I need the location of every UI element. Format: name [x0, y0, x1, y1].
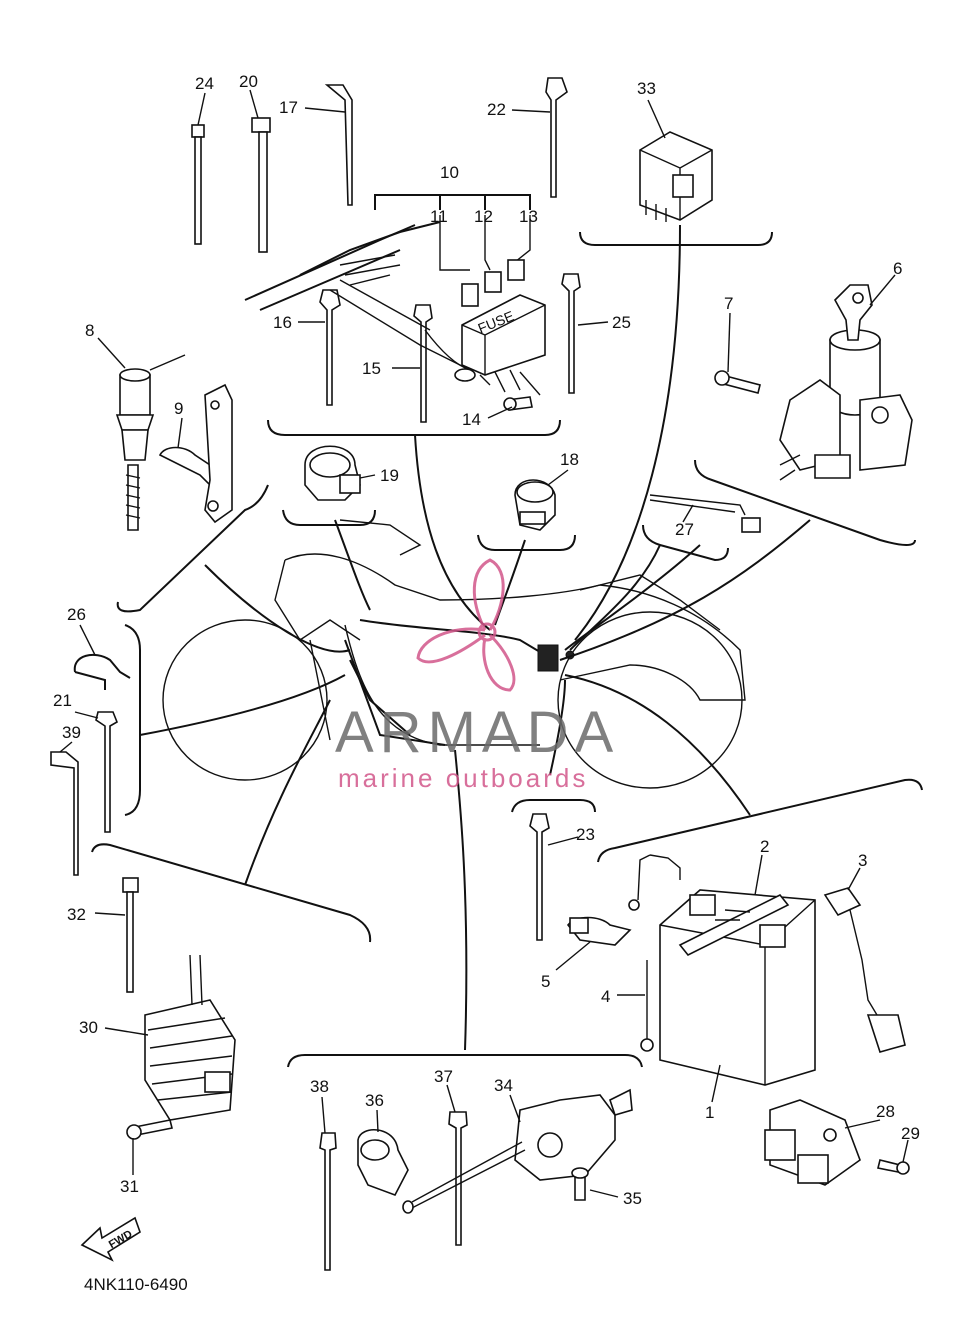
callout-9: 9 — [174, 399, 183, 418]
band-26 — [73, 653, 131, 690]
callout-5: 5 — [541, 972, 550, 991]
callout-38: 38 — [310, 1077, 329, 1096]
callout-12: 12 — [474, 207, 493, 226]
clip-5 — [567, 916, 632, 946]
callout-23: 23 — [576, 825, 595, 844]
group-brackets — [91, 194, 923, 1068]
callout-labels: 1 2 3 4 5 6 7 8 9 10 11 12 13 14 15 16 1… — [53, 72, 920, 1208]
starter-relay-28 — [764, 1099, 910, 1186]
callout-30: 30 — [79, 1018, 98, 1037]
callout-26: 26 — [67, 605, 86, 624]
callout-25: 25 — [612, 313, 631, 332]
armada-watermark: ARMADA marine outboards — [335, 558, 619, 793]
relay-33 — [639, 131, 713, 222]
clamp-36 — [357, 1128, 409, 1196]
callout-6: 6 — [893, 259, 902, 278]
rectifier-30 — [126, 954, 236, 1140]
callout-18: 18 — [560, 450, 579, 469]
callout-32: 32 — [67, 905, 86, 924]
lead-3 — [823, 887, 906, 1053]
motorcycle-outline — [162, 519, 746, 789]
clamp-18 — [514, 479, 556, 531]
battery-1 — [659, 889, 816, 1086]
band-27 — [649, 494, 761, 533]
clamp-19 — [304, 445, 361, 501]
cable-ties — [50, 77, 581, 1271]
callout-10: 10 — [440, 163, 459, 182]
callout-8: 8 — [85, 321, 94, 340]
watermark-tagline: marine outboards — [338, 763, 588, 793]
callout-17: 17 — [279, 98, 298, 117]
callout-22: 22 — [487, 100, 506, 119]
watermark-brand: ARMADA — [335, 700, 619, 765]
callout-20: 20 — [239, 72, 258, 91]
callout-leaders — [59, 89, 909, 1198]
callout-27: 27 — [675, 520, 694, 539]
callout-31: 31 — [120, 1177, 139, 1196]
part-code: 4NK110-6490 — [84, 1275, 188, 1294]
callout-16: 16 — [273, 313, 292, 332]
fuse-box-assembly: FUSE — [244, 215, 546, 411]
callout-2: 2 — [760, 837, 769, 856]
callout-36: 36 — [365, 1091, 384, 1110]
propeller-logo-icon — [416, 558, 516, 692]
callout-7: 7 — [724, 294, 733, 313]
callout-11: 11 — [430, 207, 448, 226]
leader-lines — [139, 224, 811, 1051]
callout-35: 35 — [623, 1189, 642, 1208]
callout-24: 24 — [195, 74, 214, 93]
callout-3: 3 — [858, 851, 867, 870]
callout-21: 21 — [53, 691, 72, 710]
bracket-9 — [158, 383, 233, 524]
callout-29: 29 — [901, 1124, 920, 1143]
callout-37: 37 — [434, 1067, 453, 1086]
callout-34: 34 — [494, 1076, 513, 1095]
fwd-arrow-icon: FWD — [80, 1216, 141, 1262]
lead-4 — [628, 854, 681, 1052]
fwd-label: FWD — [107, 1228, 135, 1251]
sensor-34 — [402, 1088, 633, 1214]
callout-13: 13 — [519, 207, 538, 226]
callout-1: 1 — [705, 1103, 714, 1122]
callout-33: 33 — [637, 79, 656, 98]
callout-4: 4 — [601, 987, 610, 1006]
callout-28: 28 — [876, 1102, 895, 1121]
main-switch-6 — [714, 284, 913, 481]
callout-14: 14 — [462, 410, 481, 429]
callout-15: 15 — [362, 359, 381, 378]
horn-8 — [115, 354, 186, 531]
callout-39: 39 — [62, 723, 81, 742]
callout-19: 19 — [380, 466, 399, 485]
